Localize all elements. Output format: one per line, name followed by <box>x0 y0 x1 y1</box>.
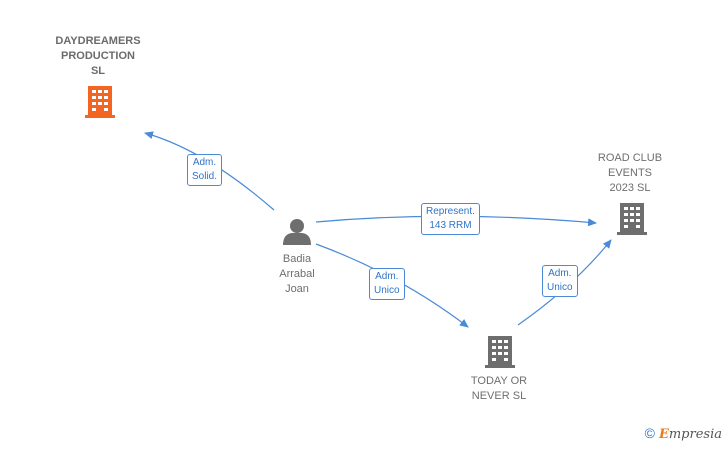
brand-name: mpresia <box>668 427 722 442</box>
edge-label-adm-unico-roadclub: Adm. Unico <box>542 265 578 297</box>
building-icon-roadclub[interactable] <box>617 203 647 235</box>
building-icon-daydreamers[interactable] <box>85 86 115 118</box>
edge-label-adm-solid: Adm. Solid. <box>187 154 223 186</box>
building-icon-today[interactable] <box>485 336 515 368</box>
brand-initial: E <box>658 427 669 442</box>
brand-watermark: ©Empresia <box>645 425 722 442</box>
copyright-icon: © <box>644 425 655 441</box>
person-icon[interactable] <box>283 219 311 245</box>
node-label-daydreamers[interactable]: DAYDREAMERS PRODUCTION SL <box>55 35 141 77</box>
edge-label-adm-unico-today: Adm. Unico <box>369 268 405 300</box>
node-label-roadclub[interactable]: ROAD CLUB EVENTS 2023 SL <box>597 152 663 194</box>
node-label-today[interactable]: TODAY OR NEVER SL <box>470 375 528 402</box>
node-label-person[interactable]: Badia Arrabal Joan <box>279 253 315 295</box>
edge-label-represent: Represent. 143 RRM <box>421 203 480 235</box>
